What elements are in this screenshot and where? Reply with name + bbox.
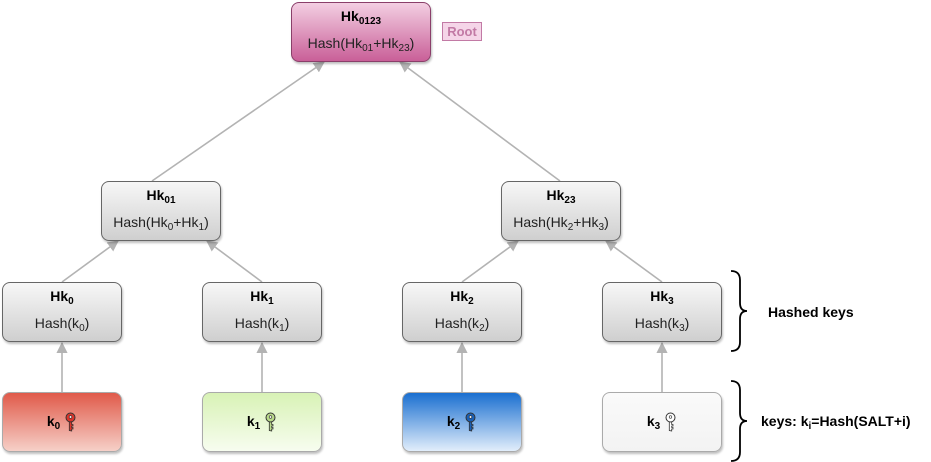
- node-k1: k1: [202, 392, 322, 452]
- node-k0-label: k0: [46, 412, 61, 432]
- key-icon: [665, 412, 676, 432]
- root-node-formula: Hash(Hk01+Hk23): [307, 35, 415, 54]
- root-node-title: Hk0123: [340, 8, 382, 27]
- edge-hk0-to-hk01: [61, 240, 119, 283]
- node-hk3-title: Hk3: [650, 288, 674, 307]
- node-hk2: Hk2 Hash(k2): [402, 282, 522, 342]
- node-hk01-formula: Hash(Hk0+Hk1): [113, 214, 209, 233]
- key-icon: [65, 412, 76, 432]
- edge-hk2-to-hk23: [461, 240, 519, 283]
- key-icon: [265, 412, 276, 432]
- node-hk3: Hk3 Hash(k3): [602, 282, 722, 342]
- node-hk23-title: Hk23: [546, 187, 576, 206]
- node-hk0-formula: Hash(k0): [34, 315, 90, 334]
- edge-hk3-to-hk23: [605, 240, 663, 283]
- brace-hashed-keys: [730, 270, 748, 352]
- brace-keys: [730, 380, 748, 462]
- label-keys-formula: keys: ki=Hash(SALT+i): [761, 413, 911, 432]
- node-k2-label: k2: [446, 412, 461, 432]
- label-hashed-keys: Hashed keys: [768, 304, 854, 320]
- edge-hk1-to-hk01: [206, 240, 263, 283]
- node-hk0-title: Hk0: [50, 288, 74, 307]
- edge-hk23-to-root: [399, 61, 561, 182]
- edge-hk01-to-root: [151, 61, 325, 182]
- key-icon: [465, 412, 476, 432]
- node-k3: k3: [602, 392, 722, 452]
- node-k0: k0: [2, 392, 122, 452]
- node-hk2-title: Hk2: [450, 288, 474, 307]
- node-hk23: Hk23 Hash(Hk2+Hk3): [501, 181, 621, 241]
- root-badge: Root: [442, 22, 482, 41]
- node-k3-label: k3: [646, 412, 661, 432]
- node-k2: k2: [402, 392, 522, 452]
- node-hk01-title: Hk01: [146, 187, 176, 206]
- node-hk1-formula: Hash(k1): [234, 315, 290, 334]
- node-hk23-formula: Hash(Hk2+Hk3): [513, 214, 609, 233]
- node-hk1-title: Hk1: [250, 288, 274, 307]
- node-k1-label: k1: [246, 412, 261, 432]
- node-hk2-formula: Hash(k2): [434, 315, 490, 334]
- node-hk3-formula: Hash(k3): [634, 315, 690, 334]
- node-hk01: Hk01 Hash(Hk0+Hk1): [101, 181, 221, 241]
- node-hk0: Hk0 Hash(k0): [2, 282, 122, 342]
- node-hk1: Hk1 Hash(k1): [202, 282, 322, 342]
- root-node: Hk0123 Hash(Hk01+Hk23): [291, 2, 431, 62]
